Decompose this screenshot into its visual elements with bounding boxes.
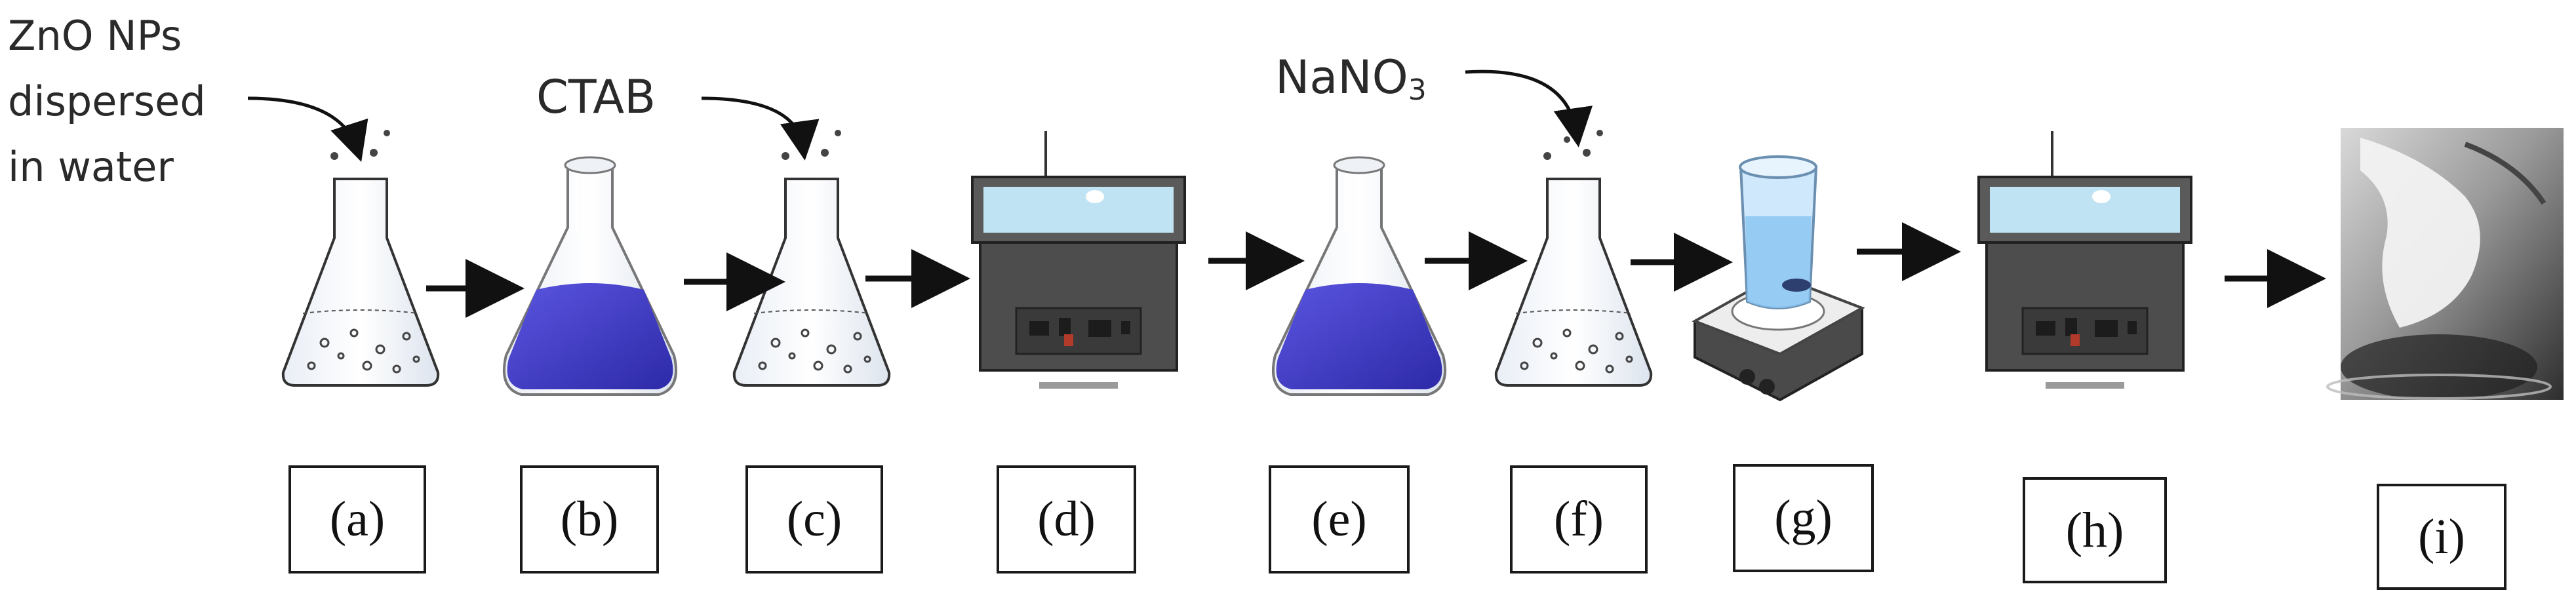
flask-blue-icon-b — [504, 157, 676, 395]
nano3-annotation: NaNO3 — [1275, 45, 1427, 123]
nano3-subscript: 3 — [1408, 73, 1427, 107]
nano3-arrow — [1465, 69, 1593, 147]
step-label-b: (b) — [520, 465, 659, 574]
step-label-d: (d) — [997, 465, 1136, 574]
ultrasonic-bath-icon-d — [971, 130, 1186, 390]
step-label-e: (e) — [1269, 465, 1410, 574]
flask-icon-c — [732, 119, 891, 387]
annotation-arrows — [247, 69, 1593, 163]
step-label-c: (c) — [745, 465, 883, 574]
step-label-g: (g) — [1733, 464, 1874, 572]
hotplate-stirrer-icon-g — [1692, 155, 1865, 402]
flask-icon-a — [281, 119, 440, 387]
step-label-a: (a) — [288, 465, 426, 574]
zno-annotation: ZnO NPs dispersed in water — [8, 12, 206, 191]
ctab-annotation: CTAB — [536, 70, 656, 124]
step-label-h: (h) — [2023, 477, 2167, 583]
zno-arrow — [247, 96, 368, 163]
flask-icon-f — [1494, 119, 1653, 387]
ctab-arrow — [701, 96, 820, 161]
nano3-base: NaNO — [1275, 50, 1408, 104]
step-arrows — [426, 222, 2326, 318]
ultrasonic-bath-icon-h — [1977, 130, 2192, 390]
step-label-i: (i) — [2377, 484, 2507, 590]
flask-blue-icon-e — [1273, 157, 1445, 395]
step-label-f: (f) — [1510, 465, 1648, 574]
product-photo-i — [2326, 128, 2564, 400]
